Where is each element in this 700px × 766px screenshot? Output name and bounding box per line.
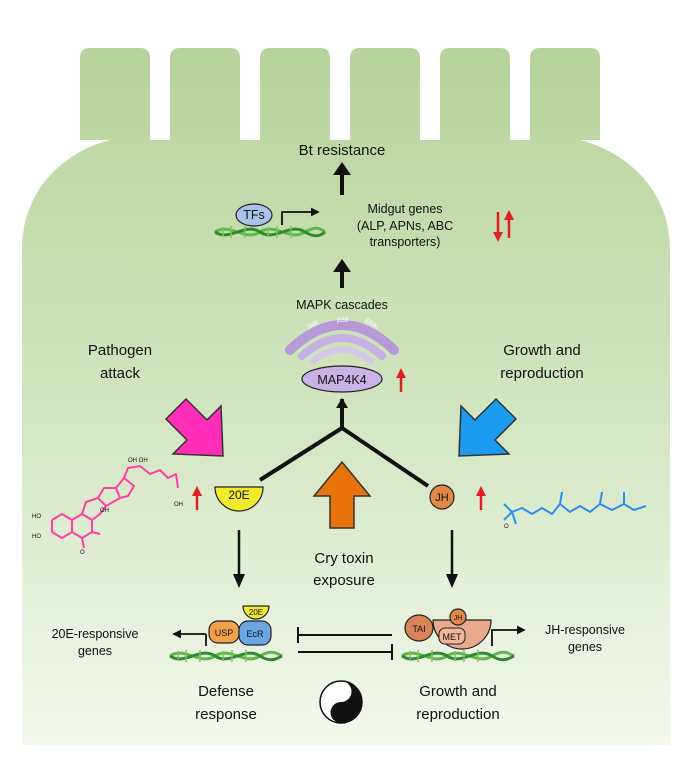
arrow-jh-down xyxy=(446,530,458,588)
defense-line1: Defense xyxy=(198,683,254,700)
midgut-genes-line1: Midgut genes xyxy=(367,202,442,216)
map4k4-node: MAP4K4 xyxy=(301,365,383,393)
arrow-to-midgut-genes xyxy=(333,259,351,288)
cry-toxin-line1: Cry toxin xyxy=(314,550,373,567)
usp-ecr-complex: USP EcR 20E xyxy=(208,605,272,646)
yin-yang-icon xyxy=(319,680,363,724)
usp-label: USP xyxy=(215,628,234,638)
growth-bottom-line1: Growth and xyxy=(419,683,497,700)
growth-top-line1: Growth and xyxy=(503,342,581,359)
svg-text:OH: OH xyxy=(100,508,109,514)
transcription-arrow xyxy=(281,207,320,225)
svg-text:HO: HO xyxy=(32,534,41,540)
svg-text:OH OH: OH OH xyxy=(128,458,148,464)
defense-line2: response xyxy=(195,706,257,723)
up-arrow-icon xyxy=(476,486,486,510)
e20-label: 20E xyxy=(228,488,249,502)
cry-toxin-line2: exposure xyxy=(313,572,375,589)
dna-helix-icon xyxy=(401,650,515,662)
growth-arrow-icon xyxy=(458,397,518,457)
svg-text:HO: HO xyxy=(32,514,41,520)
met-label: MET xyxy=(443,632,463,642)
e20-genes-line1: 20E-responsive xyxy=(52,627,139,641)
pathogen-label-line1: Pathogen xyxy=(88,342,152,359)
up-arrow-icon xyxy=(396,368,406,392)
midgut-genes-line3: transporters) xyxy=(370,235,441,249)
tfs-label: TFs xyxy=(243,208,265,222)
tfs-factor: TFs xyxy=(235,203,273,227)
up-arrow-icon xyxy=(192,486,202,510)
tai-met-complex: TAI MET JH xyxy=(404,608,492,650)
up-down-arrows-icon xyxy=(493,210,514,242)
ecdysone-molecule-labels: HO HO O OH OH OH OH xyxy=(32,458,183,556)
jh-genes-line1: JH-responsive xyxy=(545,623,625,637)
map4k4-label: MAP4K4 xyxy=(317,373,366,387)
arrow-to-bt-resistance xyxy=(333,162,351,195)
branch-lines xyxy=(258,398,430,488)
growth-bottom-line2: reproduction xyxy=(416,706,499,723)
jh-mol-o-label: O xyxy=(504,524,509,530)
mapk-waves xyxy=(285,320,399,364)
e20-small-label: 20E xyxy=(249,608,263,617)
growth-top-line2: reproduction xyxy=(500,365,583,382)
ecdysone-molecule-icon xyxy=(51,465,179,549)
dna-helix-icon xyxy=(214,226,326,238)
e20-genes-line2: genes xyxy=(78,644,112,658)
p38-label: p38 xyxy=(337,317,349,324)
tai-label: TAI xyxy=(412,624,425,634)
pathogen-arrow-icon xyxy=(164,397,224,457)
jh-label: JH xyxy=(435,492,449,504)
arrow-to-20e-genes xyxy=(172,629,207,646)
jh-small-label: JH xyxy=(454,615,463,622)
midgut-genes-line2: (ALP, APNs, ABC xyxy=(357,219,453,233)
cry-toxin-arrow-icon xyxy=(312,460,372,529)
arrow-20e-down xyxy=(233,530,245,588)
mutual-inhibition xyxy=(297,627,393,660)
jh-genes-line2: genes xyxy=(568,640,602,654)
juvenile-hormone-molecule-icon xyxy=(503,491,647,525)
mapk-cascades-label: MAPK cascades xyxy=(296,298,388,312)
pathogen-label-line2: attack xyxy=(100,365,141,382)
svg-text:O: O xyxy=(80,550,85,556)
e20-hormone: 20E xyxy=(214,486,264,512)
bt-resistance-label: Bt resistance xyxy=(299,142,386,159)
jh-hormone: JH xyxy=(429,484,455,510)
dna-helix-icon xyxy=(169,650,283,662)
arrow-to-jh-genes xyxy=(491,625,526,646)
svg-text:OH: OH xyxy=(174,502,183,508)
ecr-label: EcR xyxy=(246,629,264,639)
